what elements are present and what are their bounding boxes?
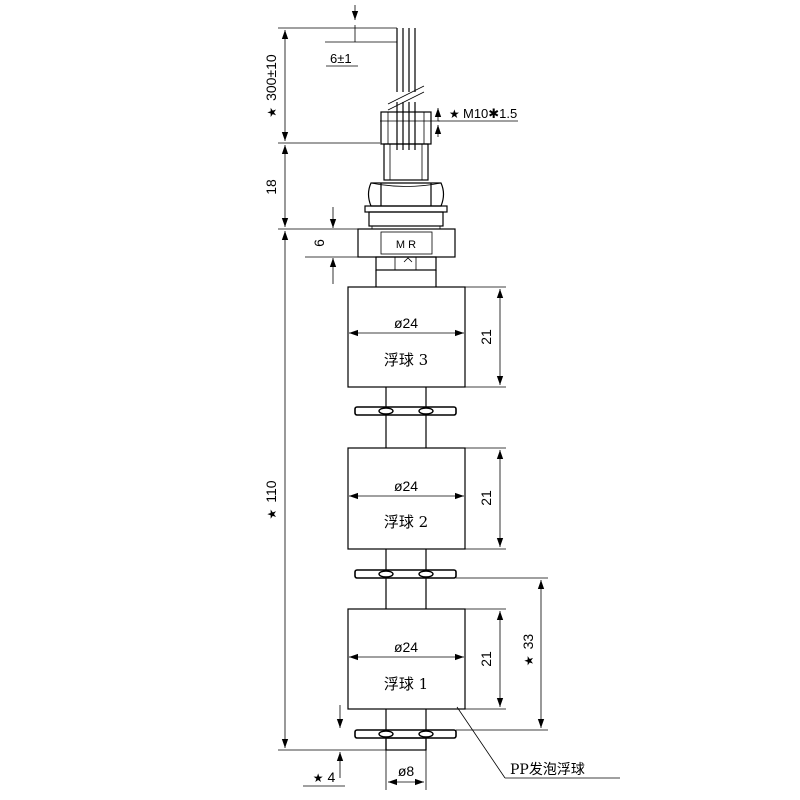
bottom-end-cap — [385, 737, 427, 751]
cap-height-dimension: 6 — [311, 207, 337, 284]
thread-label: M10✱1.5 — [463, 106, 517, 121]
cable-wires — [387, 28, 425, 150]
cable-length-label: ★300±10 — [263, 54, 279, 118]
total-length-dimension: ★110 — [263, 231, 289, 748]
float-1-label: 浮球 1 — [384, 675, 428, 693]
thread-star: ★ — [449, 107, 460, 121]
cap-marking: M R — [396, 239, 416, 251]
wire-pitch-label: 6±1 — [330, 51, 352, 66]
retaining-clip-3 — [354, 729, 457, 739]
lowest-float-center-label: ★33 — [520, 634, 536, 667]
float-2-diameter: ø24 — [394, 478, 418, 494]
float-3-diameter: ø24 — [394, 315, 418, 331]
fitting-height-label: 18 — [263, 179, 279, 195]
float-3: ø24 浮球 3 21 — [347, 286, 506, 388]
cap-height-label: 6 — [311, 239, 327, 247]
float-1-diameter: ø24 — [394, 639, 418, 655]
top-cap: M R — [357, 228, 456, 287]
fitting-height-dimension: 18 — [263, 145, 289, 227]
thread-callout: ★ M10✱1.5 — [380, 106, 518, 137]
float-2: ø24 浮球 2 21 — [347, 447, 506, 550]
material-label: PP发泡浮球 — [510, 762, 585, 778]
bottom-offset-label: ★4 — [313, 769, 336, 785]
stem-diameter-label: ø8 — [398, 763, 415, 779]
total-length-label: ★110 — [263, 480, 279, 519]
cable-length-dimension: ★300±10 — [263, 30, 289, 141]
lowest-float-center-dimension: ★33 — [456, 577, 548, 731]
float-2-label: 浮球 2 — [384, 513, 428, 531]
retaining-clip-1 — [354, 406, 457, 416]
float-1-height: 21 — [478, 651, 494, 667]
stem-diameter-dimension: ø8 — [385, 750, 427, 790]
threaded-fitting — [364, 111, 448, 229]
bottom-offset-dimension: ★4 — [303, 705, 345, 787]
retaining-clip-2 — [354, 569, 457, 579]
float-2-height: 21 — [478, 490, 494, 506]
material-callout: PP发泡浮球 — [456, 706, 620, 779]
float-3-height: 21 — [478, 329, 494, 345]
float-3-label: 浮球 3 — [384, 351, 428, 369]
wire-pitch-dimension: 6±1 — [325, 5, 397, 67]
stem — [385, 387, 427, 750]
float-1: ø24 浮球 1 21 — [347, 608, 506, 710]
